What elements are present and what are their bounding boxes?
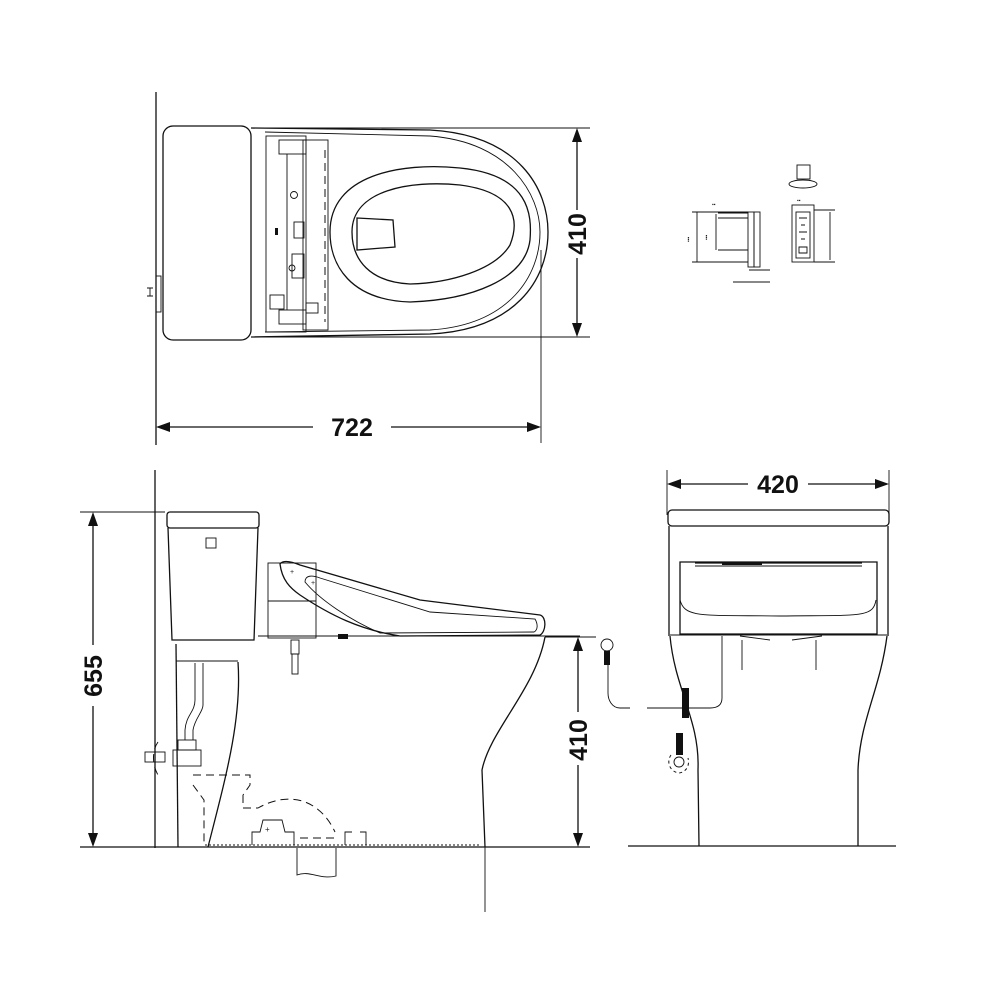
svg-text:+: + <box>290 569 294 576</box>
front-width-dimension: 420 <box>757 471 799 499</box>
svg-text:+: + <box>311 580 315 587</box>
top-width-dimension: 410 <box>564 213 592 255</box>
svg-text:▪▪▪: ▪▪▪ <box>686 236 692 242</box>
side-view: 655 + + + <box>80 470 596 912</box>
svg-text:▪▪: ▪▪ <box>712 202 716 208</box>
seat-height-dimension: 410 <box>565 719 593 761</box>
remote-control-detail: ▪▪ ▪▪▪ ▪▪▪ ▪▪ <box>686 164 835 283</box>
top-length-dimension: 722 <box>331 414 373 442</box>
svg-text:+: + <box>265 825 270 834</box>
top-view: 410 722 <box>147 92 592 445</box>
front-view: 420 <box>600 470 896 847</box>
svg-text:▪▪▪: ▪▪▪ <box>704 234 710 240</box>
svg-text:▪▪: ▪▪ <box>797 198 801 204</box>
total-height-dimension: 655 <box>80 655 108 697</box>
